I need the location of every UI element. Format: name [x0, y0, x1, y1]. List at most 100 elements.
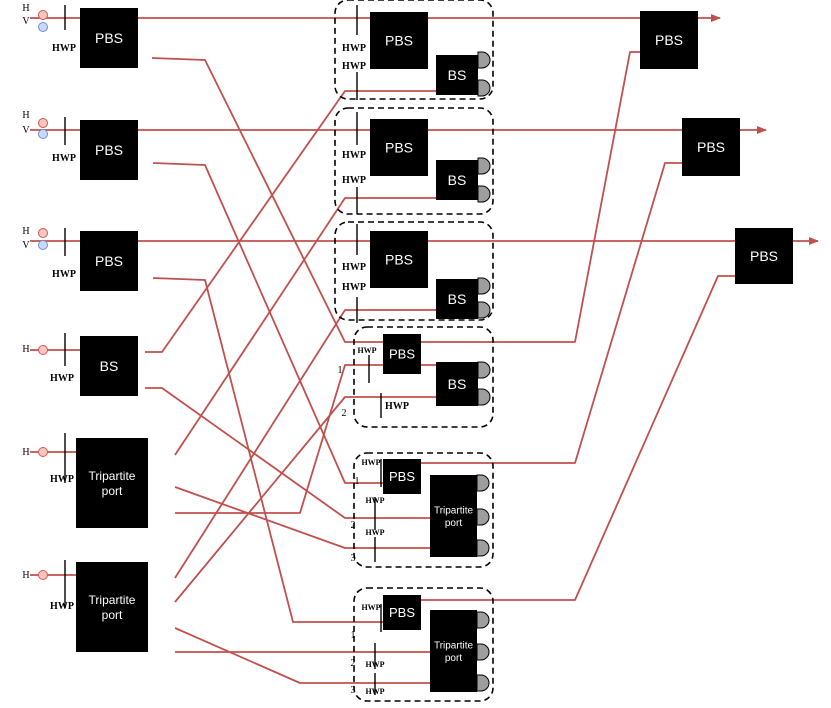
input-hwp-label: HWP [50, 601, 74, 612]
stage-tripartite-port-1-label-line1: Tripartite [434, 506, 474, 517]
port-number-label: 2 [351, 658, 356, 669]
beam-paths [30, 14, 819, 684]
h-polarization-label: H [22, 344, 29, 355]
detector [477, 51, 491, 69]
v-polarization-label: V [22, 240, 30, 251]
v-polarization-label: V [22, 16, 30, 27]
input-pbs-3-label: PBS [95, 253, 123, 269]
stage-pbs-5 [383, 459, 421, 494]
output-pbs-2-label: PBS [697, 139, 725, 155]
beam-path [174, 627, 430, 684]
stage-bs-3-label: BS [448, 291, 467, 307]
v-photon-dot [38, 22, 48, 32]
port-number-label: 1 [338, 365, 343, 376]
stage-group-outline [334, 221, 494, 321]
output-pbs-1-label: PBS [655, 32, 683, 48]
input-hwp-label: HWP [52, 269, 76, 280]
output-pbs-1 [640, 11, 698, 69]
beam-path [420, 275, 735, 601]
v-photon-dot [38, 240, 48, 250]
stage-hwp-label: HWP [342, 43, 366, 54]
optical-components [76, 8, 793, 692]
stage-tripartite-port-2-label-line1: Tripartite [434, 641, 474, 652]
detector [477, 157, 491, 175]
stage-hwp-label: HWP [365, 660, 384, 669]
stage-hwp-label: HWP [342, 262, 366, 273]
h-polarization-label: H [22, 110, 29, 121]
beam-path [174, 396, 436, 603]
detector [477, 388, 491, 406]
stage-bs-3 [436, 279, 478, 319]
output-pbs-2 [682, 118, 740, 176]
detector [477, 79, 491, 97]
detectors [476, 51, 491, 692]
stage-hwp-label: HWP [357, 346, 376, 355]
stage-bs-1 [436, 55, 478, 95]
detector [476, 508, 490, 526]
beam-path [420, 51, 640, 343]
port-number-label: 2 [351, 520, 356, 531]
port-number-label: 2 [342, 408, 347, 419]
input-hwp-label: HWP [50, 373, 74, 384]
h-polarization-label: H [22, 226, 29, 237]
stage-group-outline [334, 107, 494, 215]
h-polarization-label: H [22, 570, 29, 581]
waveplates [64, 5, 382, 695]
stage-pbs-6 [383, 595, 421, 630]
h-photon-dot [38, 228, 48, 238]
input-pbs-2 [80, 120, 138, 180]
stage-tripartite-port-1-label-line2: port [445, 518, 462, 529]
stage-pbs-4-label: PBS [389, 347, 415, 362]
stage-pbs-5-label: PBS [389, 469, 415, 484]
input-pbs-1-label: PBS [95, 30, 123, 46]
beam-path [152, 277, 385, 623]
input-tripartite-port-2-label-line1: Tripartite [89, 593, 136, 607]
beam-path [420, 162, 682, 464]
h-photon-dot [38, 345, 48, 355]
photon-sources [38, 10, 48, 580]
detector [476, 539, 490, 557]
input-hwp-label: HWP [50, 474, 74, 485]
stage-group-outline [334, 0, 494, 100]
beam-path [174, 197, 436, 456]
detector [476, 674, 490, 692]
stage-hwp-label: HWP [361, 603, 380, 612]
h-photon-dot [38, 10, 48, 20]
v-photon-dot [38, 129, 48, 139]
stage-tripartite-port-2 [430, 610, 477, 692]
stage-pbs-1-label: PBS [385, 33, 413, 49]
stage-pbs-2-label: PBS [385, 140, 413, 156]
stage-hwp-label: HWP [342, 282, 366, 293]
input-pbs-1 [80, 8, 138, 68]
input-tripartite-port-2 [76, 562, 148, 652]
input-pbs-3 [80, 231, 138, 291]
stage-pbs-6-label: PBS [389, 605, 415, 620]
stage-groups [334, 0, 494, 702]
stage-pbs-3-label: PBS [385, 252, 413, 268]
stage-group-outline [353, 326, 494, 428]
detector [477, 277, 491, 295]
detector [477, 301, 491, 319]
port-number-label: 1 [351, 630, 356, 641]
h-photon-dot [38, 570, 48, 580]
input-tripartite-port-1-label-line2: port [102, 484, 123, 498]
detector [476, 611, 490, 629]
beam-path [174, 309, 436, 579]
detector [476, 474, 490, 492]
stage-bs-4-label: BS [448, 376, 467, 392]
stage-bs-1-label: BS [448, 67, 467, 83]
h-photon-dot [38, 447, 48, 457]
stage-hwp-label: HWP [385, 401, 409, 412]
v-polarization-label: V [22, 125, 30, 136]
detector [477, 185, 491, 203]
stage-bs-4 [436, 362, 478, 406]
stage-pbs-1 [370, 12, 428, 69]
beam-path [174, 486, 430, 549]
h-polarization-label: H [22, 447, 29, 458]
stage-tripartite-port-1 [430, 475, 477, 557]
input-tripartite-port-1-label-line1: Tripartite [89, 469, 136, 483]
beam-path [151, 57, 385, 343]
input-bs-label: BS [100, 358, 119, 374]
output-pbs-3-label: PBS [750, 248, 778, 264]
